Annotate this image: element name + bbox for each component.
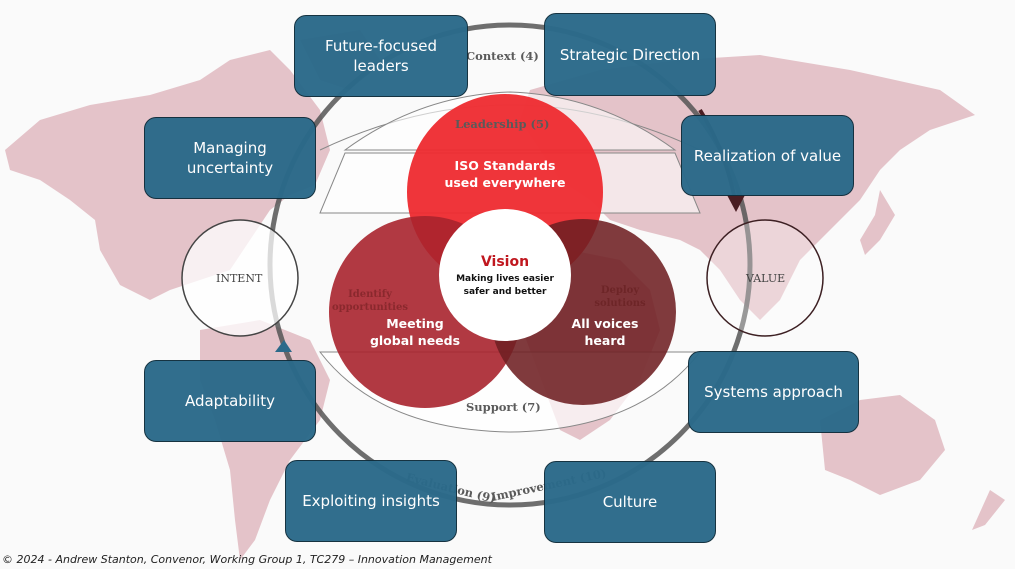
box-managing-uncertainty: Managing uncertainty	[144, 117, 316, 199]
box-strategic-direction: Strategic Direction	[544, 13, 716, 96]
intent-label: INTENT	[216, 272, 263, 285]
vision-title: Vision	[480, 254, 530, 270]
ring-label-support: Support (7)	[466, 400, 541, 414]
value-label: VALUE	[746, 272, 786, 285]
copyright-footer: © 2024 - Andrew Stanton, Convenor, Worki…	[2, 553, 492, 566]
box-culture: Culture	[544, 461, 716, 543]
vision-subtitle: Making lives easier safer and better	[456, 274, 554, 297]
map-japan	[860, 190, 895, 255]
process-label-identify: Identify opportunities	[332, 289, 408, 313]
box-realization-of-value: Realization of value	[681, 115, 854, 196]
box-adaptability: Adaptability	[144, 360, 316, 442]
arrowhead-value-icon	[727, 195, 745, 212]
process-label-deploy: Deploy solutions	[594, 285, 646, 309]
venn-left-label: Meeting global needs	[369, 316, 461, 348]
arrowhead-intent-icon	[275, 340, 292, 352]
venn-top-label: ISO Standards used everywhere	[444, 158, 566, 190]
map-new-zealand	[972, 490, 1005, 530]
value-circle	[706, 219, 824, 337]
ring-label-leadership: Leadership (5)	[455, 117, 550, 131]
ring-label-context: Context (4)	[466, 49, 539, 63]
venn-right-label: All voices heard	[571, 316, 639, 348]
box-future-focused-leaders: Future-focused leaders	[294, 15, 468, 97]
intent-circle	[181, 219, 299, 337]
box-exploiting-insights: Exploiting insights	[285, 460, 457, 542]
box-systems-approach: Systems approach	[688, 351, 859, 433]
vision-circle	[439, 209, 571, 341]
